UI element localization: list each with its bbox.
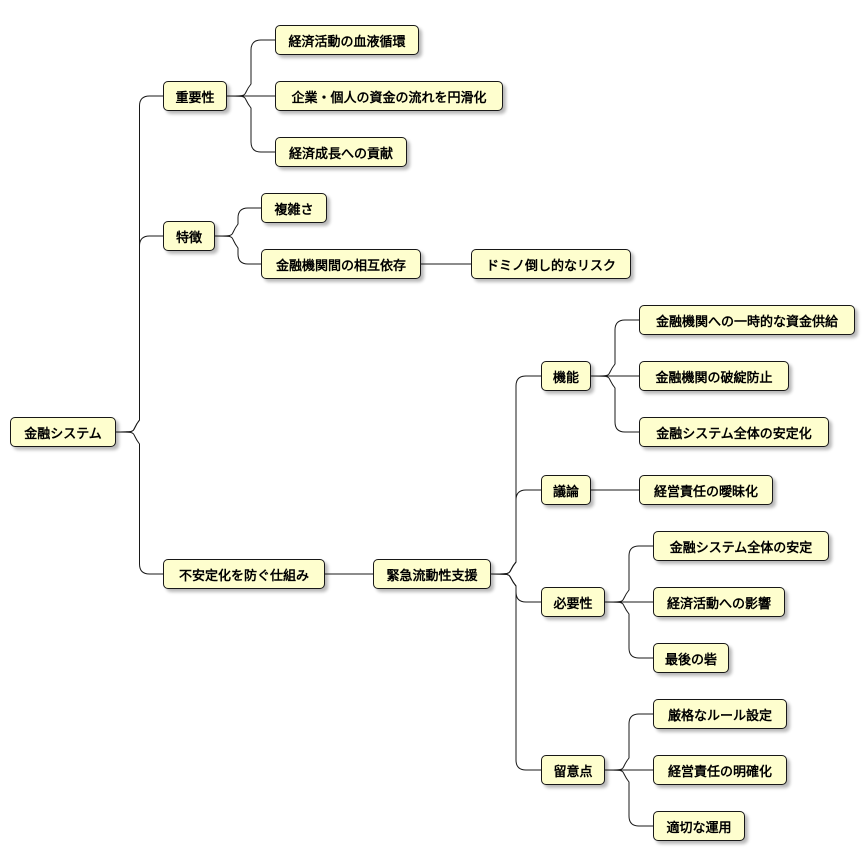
importance-item-growth[interactable]: 経済成長への貢献 (275, 137, 407, 167)
connector-line (604, 713, 653, 771)
connector-line (115, 235, 163, 433)
debate-node[interactable]: 議論 (541, 475, 591, 505)
necessity-node[interactable]: 必要性 (541, 587, 605, 617)
connector-line (214, 235, 261, 265)
feature-interdependence[interactable]: 金融機関間の相互依存 (261, 249, 421, 279)
importance-item-fund-flow[interactable]: 企業・個人の資金の流れを円滑化 (275, 81, 503, 111)
prevention-node[interactable]: 不安定化を防ぐ仕組み (163, 559, 325, 589)
cautions-node[interactable]: 留意点 (541, 755, 605, 785)
connector-line (226, 95, 275, 153)
connector-line (490, 489, 541, 575)
connector-line (604, 601, 653, 659)
importance-node[interactable]: 重要性 (163, 81, 227, 111)
emergency-liquidity-support-node[interactable]: 緊急流動性支援 (373, 559, 491, 589)
connector-line (590, 375, 639, 433)
necessity-last-resort[interactable]: 最後の砦 (653, 643, 729, 673)
function-temporary-funding[interactable]: 金融機関への一時的な資金供給 (639, 305, 855, 335)
domino-risk-node[interactable]: ドミノ倒し的なリスク (471, 249, 631, 279)
functions-node[interactable]: 機能 (541, 361, 591, 391)
connector-line (115, 431, 163, 575)
caution-clarify-responsibility[interactable]: 経営責任の明確化 (653, 755, 787, 785)
caution-proper-operation[interactable]: 適切な運用 (653, 811, 745, 841)
importance-item-blood-circulation[interactable]: 経済活動の血液循環 (275, 25, 419, 55)
debate-ambiguous-responsibility[interactable]: 経営責任の曖昧化 (639, 475, 773, 505)
necessity-system-stability[interactable]: 金融システム全体の安定 (653, 531, 829, 561)
connector-line (604, 769, 653, 827)
function-system-stabilization[interactable]: 金融システム全体の安定化 (639, 417, 829, 447)
necessity-economic-impact[interactable]: 経済活動への影響 (653, 587, 785, 617)
function-prevent-failure[interactable]: 金融機関の破綻防止 (639, 361, 789, 391)
caution-strict-rules[interactable]: 厳格なルール設定 (653, 699, 787, 729)
connector-line (490, 573, 541, 771)
connector-line (226, 39, 275, 97)
feature-complexity[interactable]: 複雑さ (261, 193, 327, 223)
connector-line (590, 319, 639, 377)
root-node[interactable]: 金融システム (10, 417, 116, 447)
connector-line (604, 545, 653, 603)
connector-line (214, 207, 261, 237)
features-node[interactable]: 特徴 (163, 221, 215, 251)
